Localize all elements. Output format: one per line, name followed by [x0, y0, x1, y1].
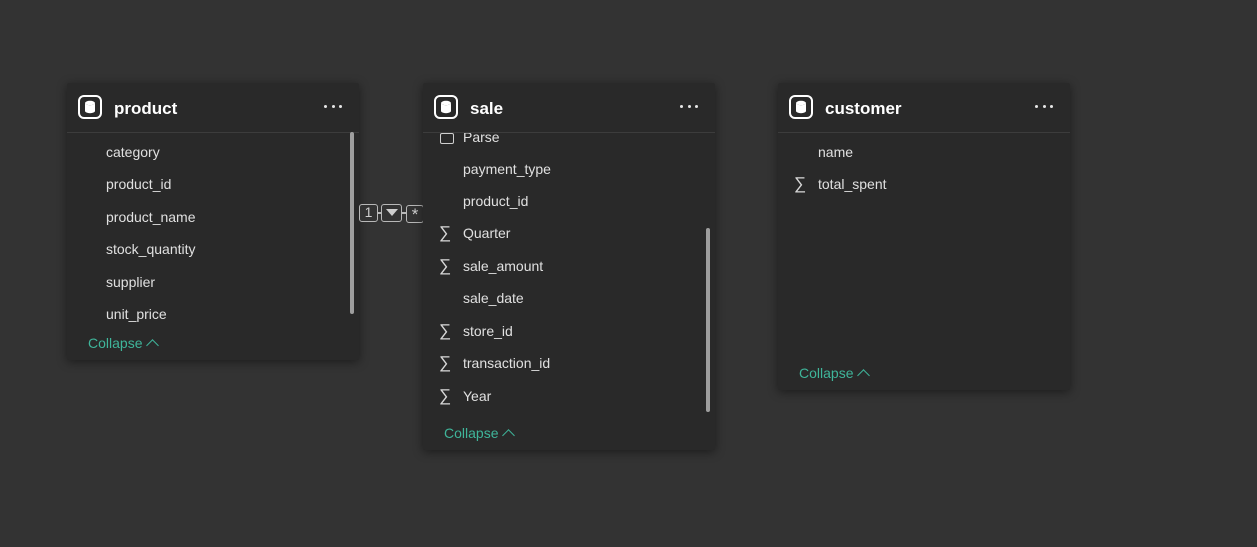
table-title: customer	[825, 99, 902, 118]
field-list[interactable]: name ∑ total_spent	[778, 133, 1070, 333]
field-row[interactable]: payment_type	[423, 154, 715, 184]
table-title: product	[114, 99, 178, 118]
more-options-button[interactable]	[1034, 96, 1054, 116]
field-name: Year	[463, 388, 492, 404]
field-name: total_spent	[818, 176, 887, 192]
field-row[interactable]: Parse	[423, 133, 715, 152]
field-name: product_name	[106, 209, 196, 225]
relationship-line	[402, 212, 406, 214]
table-title: sale	[470, 99, 504, 118]
collapse-button[interactable]: Collapse	[799, 364, 871, 382]
field-name: supplier	[106, 274, 156, 290]
field-row[interactable]: ∑ sale_amount	[423, 251, 715, 281]
chevron-up-icon	[857, 369, 871, 382]
field-name: Parse	[463, 133, 500, 145]
card-header[interactable]: product	[67, 83, 359, 133]
field-name: transaction_id	[463, 355, 551, 371]
collapse-button[interactable]: Collapse	[444, 424, 516, 442]
filter-direction	[381, 204, 402, 222]
field-name: sale_amount	[463, 258, 544, 274]
field-name: store_id	[463, 323, 513, 339]
field-list[interactable]: category product_id product_name stock_q…	[67, 133, 359, 323]
more-options-button[interactable]	[679, 96, 699, 116]
chevron-up-icon	[502, 429, 516, 442]
field-name: unit_price	[106, 306, 167, 322]
collapse-label: Collapse	[88, 335, 143, 351]
table-card-product[interactable]: product category product_id product_name…	[67, 83, 359, 360]
field-name: payment_type	[463, 161, 551, 177]
field-row[interactable]: supplier	[67, 267, 359, 297]
field-row[interactable]: product_id	[67, 169, 359, 199]
table-card-sale[interactable]: sale Parse payment_type product_id ∑ Qua…	[423, 83, 715, 450]
card-header[interactable]: customer	[778, 83, 1070, 133]
field-row[interactable]: ∑ Year	[423, 381, 715, 411]
field-list[interactable]: Parse payment_type product_id ∑ Quarter …	[423, 133, 715, 413]
field-row[interactable]: unit_price	[67, 299, 359, 323]
sigma-icon: ∑	[439, 386, 452, 405]
field-name: sale_date	[463, 290, 524, 306]
scrollbar[interactable]	[350, 132, 354, 314]
field-row[interactable]: ∑ total_spent	[778, 169, 1070, 199]
field-row[interactable]: ∑ Quarter	[423, 218, 715, 248]
collapse-label: Collapse	[444, 425, 499, 441]
field-name: Quarter	[463, 225, 511, 241]
table-card-customer[interactable]: customer name ∑ total_spent Collapse	[778, 83, 1070, 390]
table-icon	[434, 95, 458, 119]
chevron-up-icon	[146, 339, 160, 352]
field-row[interactable]: ∑ transaction_id	[423, 348, 715, 378]
field-name: category	[106, 144, 160, 160]
field-row[interactable]: stock_quantity	[67, 234, 359, 264]
card-header[interactable]: sale	[423, 83, 715, 133]
field-row[interactable]: category	[67, 137, 359, 167]
field-name: product_id	[106, 176, 172, 192]
collapse-button[interactable]: Collapse	[88, 334, 160, 352]
field-name: stock_quantity	[106, 241, 196, 257]
field-name: product_id	[463, 193, 529, 209]
field-row[interactable]: name	[778, 137, 1070, 167]
table-icon	[78, 95, 102, 119]
sigma-icon: ∑	[439, 256, 452, 275]
relationship-line	[378, 212, 381, 214]
sigma-icon: ∑	[439, 321, 452, 340]
triangle-down-icon	[385, 209, 398, 216]
more-options-button[interactable]	[323, 96, 343, 116]
scrollbar[interactable]	[706, 228, 710, 412]
calculated-table-icon	[440, 133, 454, 144]
field-name: name	[818, 144, 854, 160]
field-row[interactable]: product_id	[423, 186, 715, 216]
cardinality-one: 1	[359, 204, 378, 222]
field-row[interactable]: ∑ store_id	[423, 316, 715, 346]
collapse-label: Collapse	[799, 365, 854, 381]
sigma-icon: ∑	[794, 174, 807, 193]
field-row[interactable]: sale_date	[423, 283, 715, 313]
table-icon	[789, 95, 813, 119]
cardinality-many: *	[406, 205, 424, 223]
field-row[interactable]: product_name	[67, 202, 359, 232]
sigma-icon: ∑	[439, 223, 452, 242]
sigma-icon: ∑	[439, 353, 452, 372]
